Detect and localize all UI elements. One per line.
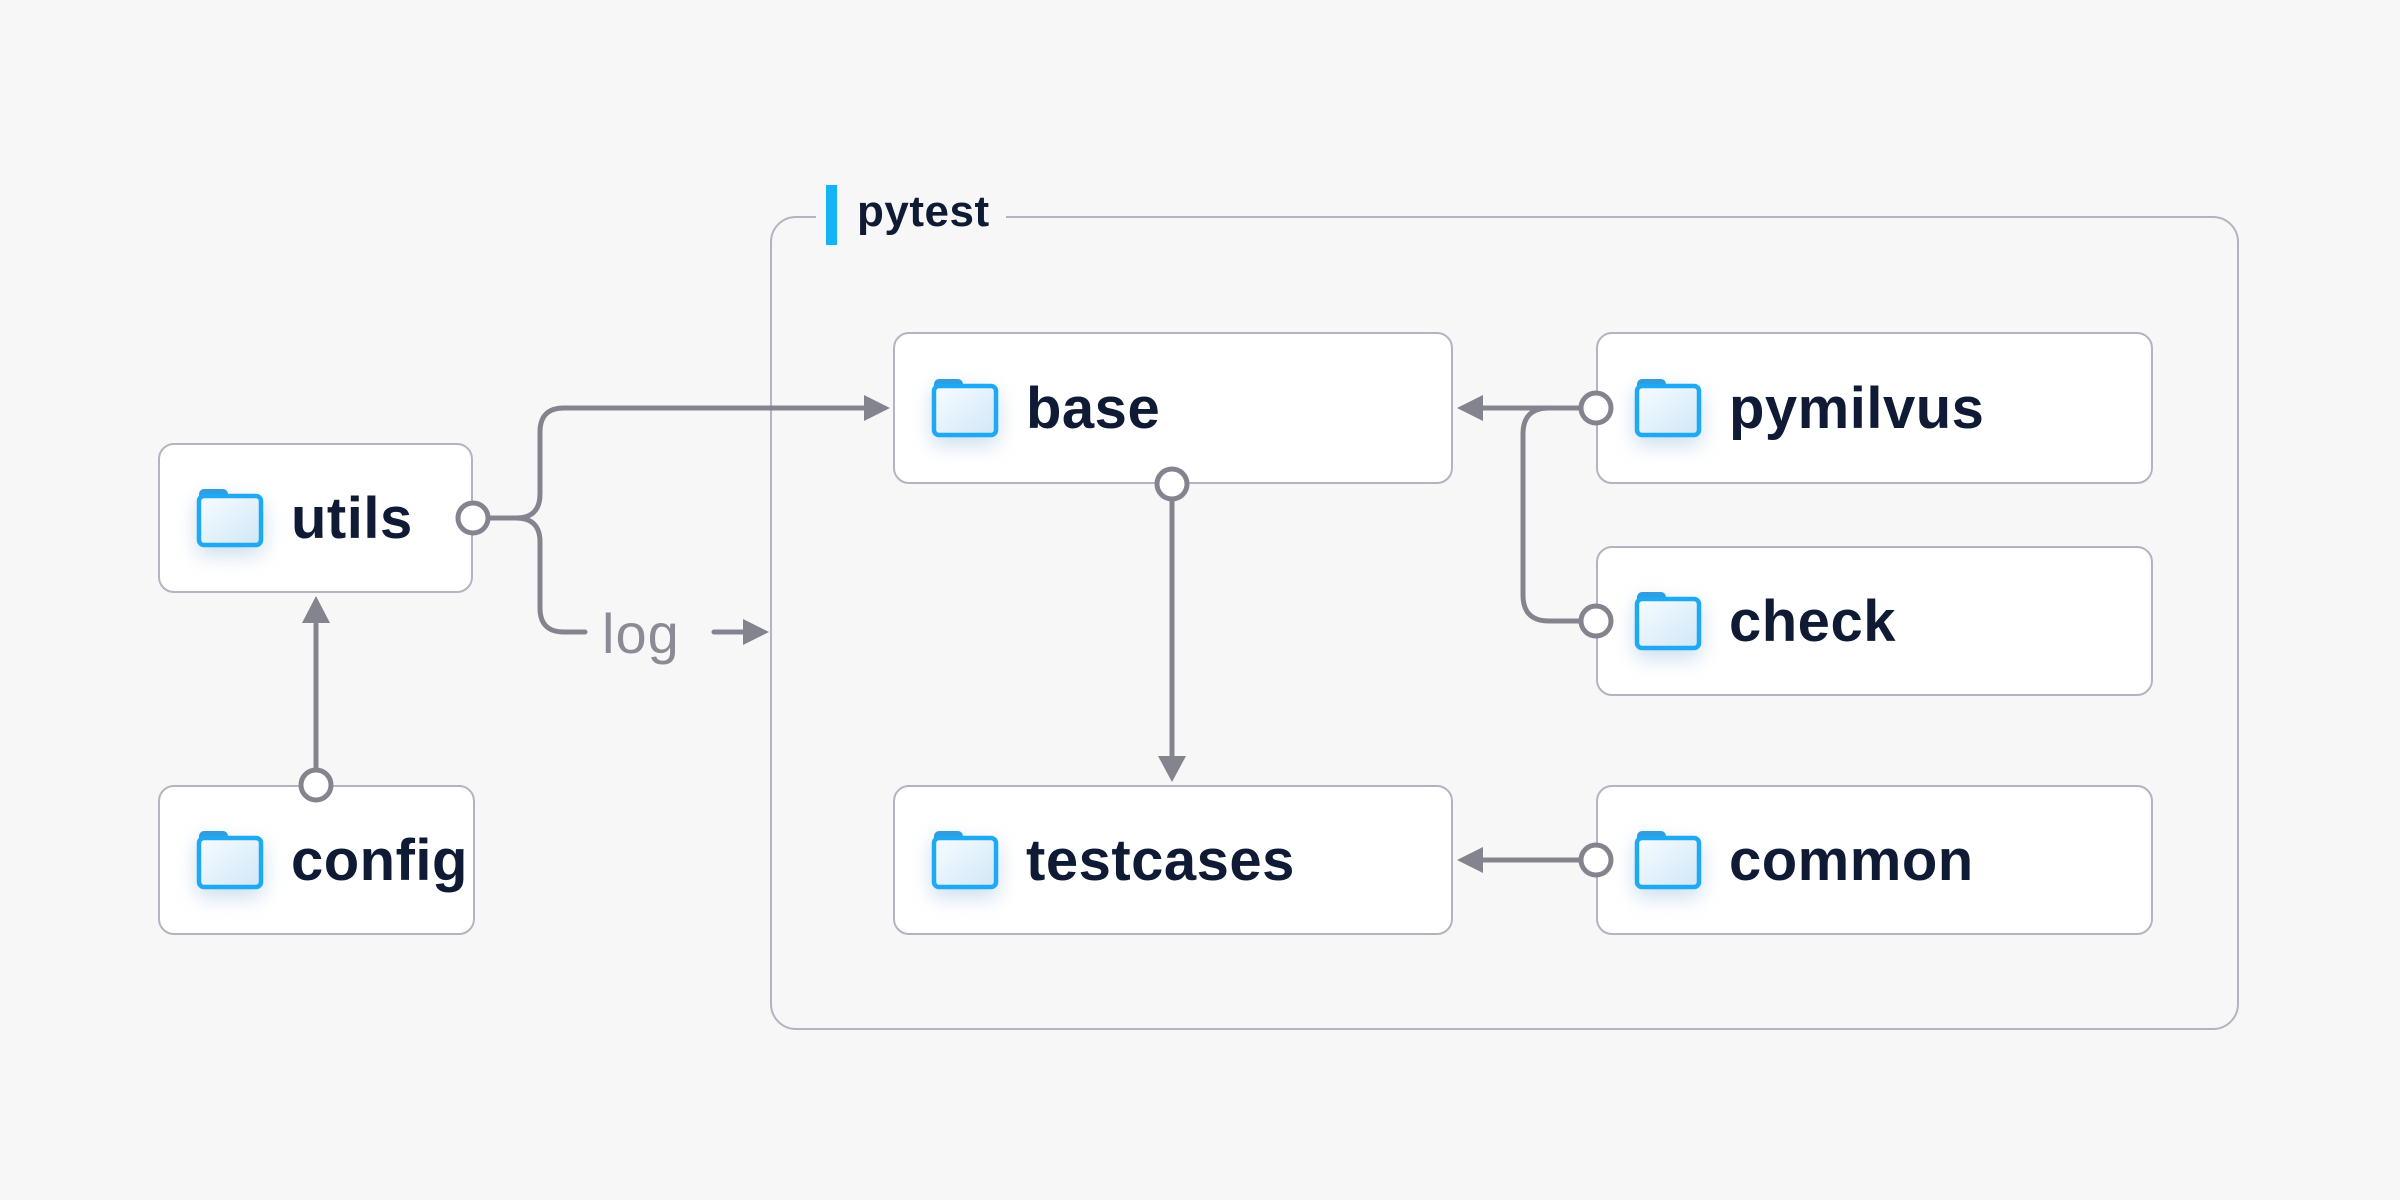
node-label-base: base [1026, 375, 1161, 441]
node-label-check: check [1729, 588, 1896, 654]
node-utils: utils [158, 443, 473, 593]
node-pymilvus: pymilvus [1596, 332, 2153, 484]
pytest-group-label: pytest [816, 183, 1006, 247]
node-label-utils: utils [291, 485, 413, 551]
folder-icon [931, 379, 999, 438]
node-check: check [1596, 546, 2153, 696]
node-base: base [893, 332, 1453, 484]
node-label-config: config [291, 827, 468, 893]
folder-icon [1634, 592, 1702, 651]
node-config: config [158, 785, 475, 935]
pytest-group-label-text: pytest [857, 187, 990, 236]
pytest-group-container [770, 216, 2239, 1030]
accent-bar-icon [826, 185, 837, 245]
node-label-pymilvus: pymilvus [1729, 375, 1985, 441]
edge-config-to-utils [302, 596, 330, 773]
folder-icon [196, 831, 264, 890]
folder-icon [1634, 379, 1702, 438]
edge-label-log: log [602, 602, 680, 665]
node-label-testcases: testcases [1026, 827, 1295, 893]
node-common: common [1596, 785, 2153, 935]
folder-icon [931, 831, 999, 890]
folder-icon [1634, 831, 1702, 890]
node-testcases: testcases [893, 785, 1453, 935]
folder-icon [196, 489, 264, 548]
node-label-common: common [1729, 827, 1974, 893]
